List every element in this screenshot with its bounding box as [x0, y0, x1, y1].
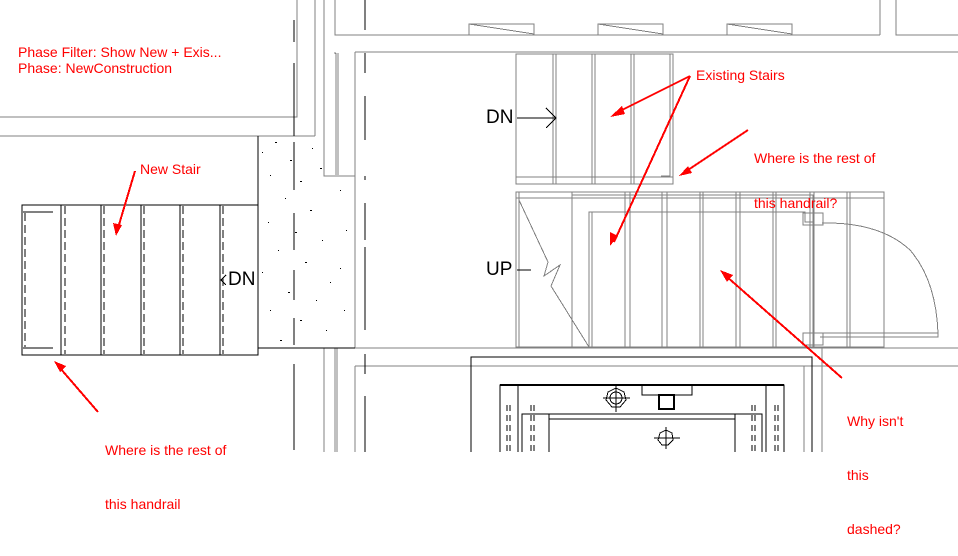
annotation-upper-handrail: Where is the rest of this handrail?	[754, 121, 875, 226]
annotation-dashed-question: Why isn't this dashed?	[847, 376, 903, 556]
annotation-lower-handrail-line1: Where is the rest of	[105, 442, 227, 458]
view-phase-info: Phase Filter: Show New + Exis... Phase: …	[18, 44, 221, 76]
annotation-dashed-line2: this	[847, 467, 869, 483]
annotation-dashed-line3: dashed?	[847, 521, 901, 537]
grid-lines	[293, 0, 366, 452]
new-stair	[21, 204, 259, 356]
new-dn-tag: DN	[228, 269, 256, 290]
annotation-dashed-line1: Why isn't	[847, 413, 904, 429]
existing-upper-stair	[515, 53, 674, 185]
concrete-landing	[257, 136, 355, 349]
annotation-arrows	[54, 75, 843, 413]
existing-dn-tag: DN	[486, 107, 514, 128]
annotation-new-stair: New Stair	[140, 161, 201, 177]
phase-filter-label: Phase Filter: Show New + Exis...	[18, 44, 222, 60]
annotation-lower-handrail-line2: this handrail	[105, 496, 181, 512]
floor-plan-drawing	[0, 0, 958, 452]
annotation-existing-stairs: Existing Stairs	[696, 67, 785, 83]
annotation-lower-handrail: Where is the rest of this handrail	[105, 405, 226, 531]
existing-lower-stair	[515, 191, 939, 348]
existing-up-tag: UP	[486, 259, 513, 280]
annotation-upper-handrail-line2: this handrail?	[754, 195, 838, 211]
existing-walls	[0, 0, 958, 452]
phase-label: Phase: NewConstruction	[18, 60, 173, 76]
equipment-block	[470, 356, 813, 452]
annotation-upper-handrail-line1: Where is the rest of	[754, 150, 876, 166]
stair-arrows	[220, 107, 557, 286]
